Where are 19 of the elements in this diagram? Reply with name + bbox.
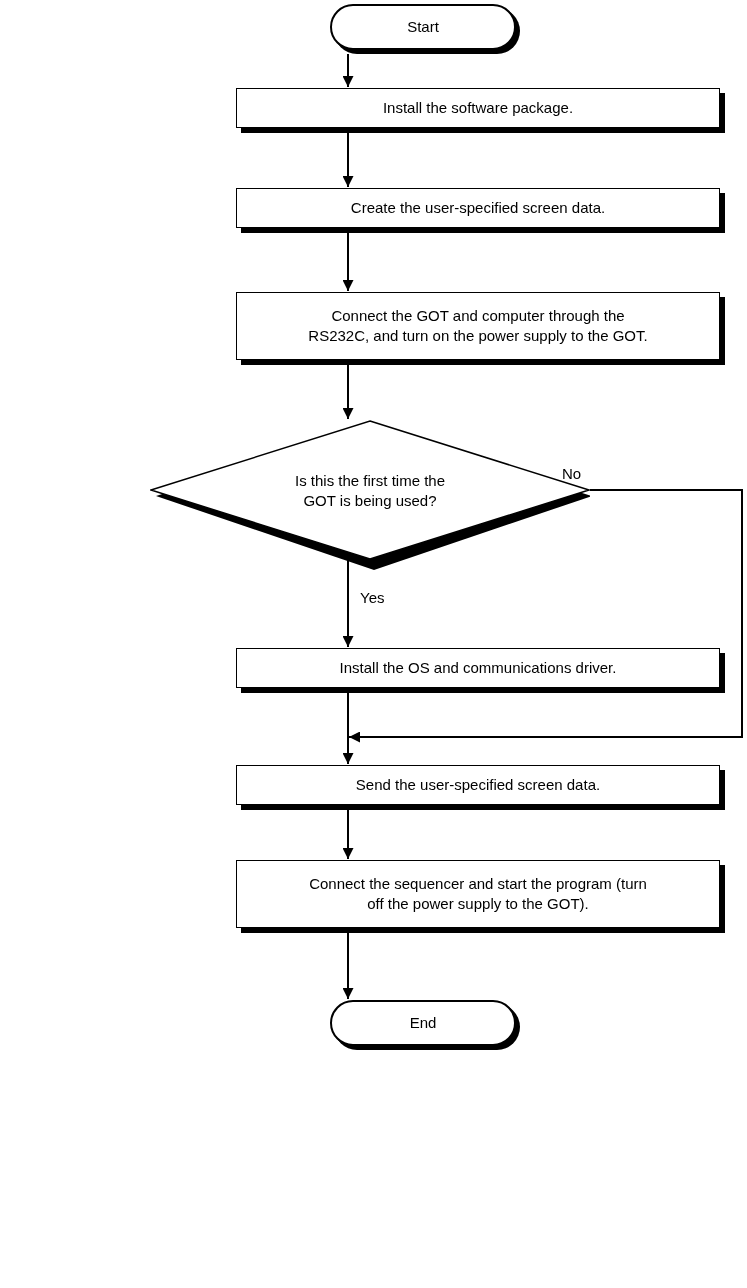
arrow — [342, 131, 354, 188]
arrow — [342, 559, 354, 648]
node-text: Install the software package. — [382, 98, 574, 118]
arrow — [342, 931, 354, 1000]
node-text: Connect the GOT and computer through the RS232C, and turn on the power supply to the GOT. — [307, 306, 649, 346]
node-text: Create the user-specified screen data. — [350, 198, 606, 218]
arrow — [342, 363, 354, 420]
node-text: Install the OS and communications driver. — [339, 658, 617, 678]
arrow — [348, 489, 743, 743]
arrow — [342, 53, 354, 88]
node-text: Send the user-specified screen data. — [355, 775, 601, 795]
arrow — [342, 231, 354, 292]
node-text: End — [409, 1013, 437, 1033]
node-text: Is this the first time the GOT is being used? — [293, 471, 447, 511]
arrow — [342, 691, 354, 765]
arrow — [342, 808, 354, 860]
node-text: Start — [407, 17, 439, 37]
decision-diamond — [150, 420, 590, 570]
node-text: Connect the sequencer and start the program (turn off the power supply to the GOT). — [308, 874, 648, 914]
